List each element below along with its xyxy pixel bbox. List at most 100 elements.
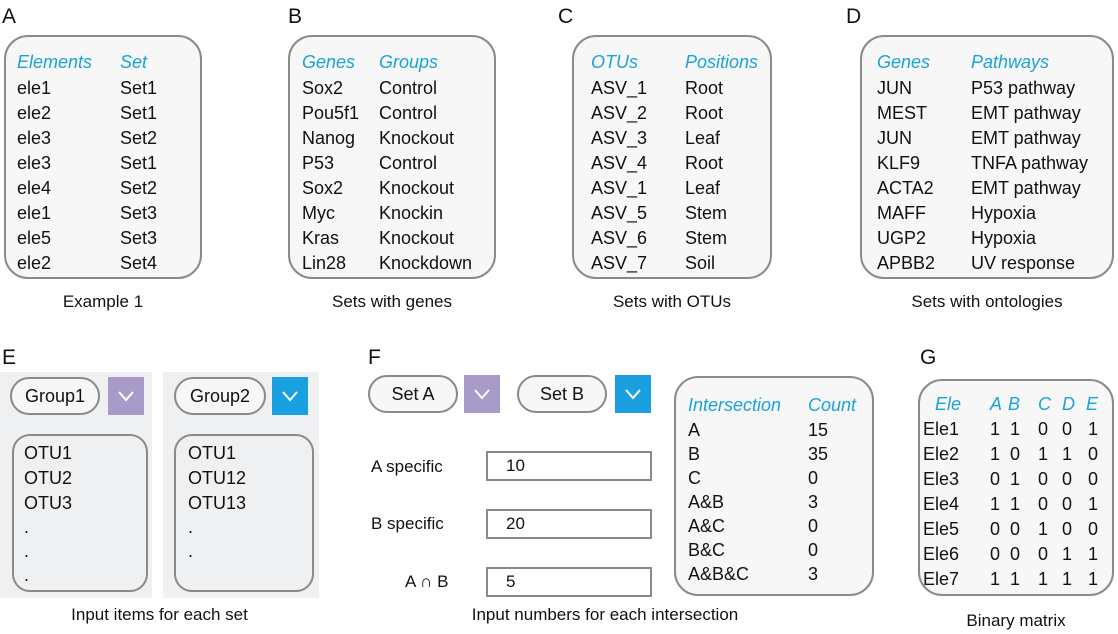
panel-d-caption: Sets with ontologies xyxy=(911,292,1063,311)
chevron-down-icon xyxy=(118,391,134,402)
element-cell: ele3 xyxy=(17,128,52,148)
column-header: Count xyxy=(808,395,857,415)
a-specific-input[interactable]: 10 xyxy=(486,451,652,481)
table-header-row: Genes Pathways xyxy=(862,53,1112,78)
count-cell: 3 xyxy=(808,492,819,512)
list-item: OTU12 xyxy=(188,468,247,488)
group1-dropdown-button[interactable] xyxy=(108,377,144,415)
binary-cell: 0 xyxy=(1062,519,1073,539)
panel-e-caption: Input items for each set xyxy=(71,605,248,624)
group2-dropdown-button[interactable] xyxy=(272,377,308,415)
table-row: Ele2 1 0 1 1 0 xyxy=(920,445,1112,470)
set-b-name-field[interactable]: Set B xyxy=(517,375,607,413)
group2-name-field[interactable]: Group2 xyxy=(174,377,266,415)
element-cell: ele5 xyxy=(17,228,52,248)
element-cell: ele4 xyxy=(17,178,52,198)
b-specific-input[interactable]: 20 xyxy=(486,509,652,539)
position-cell: Leaf xyxy=(685,178,721,198)
element-cell: Ele4 xyxy=(923,494,960,514)
list-item: . xyxy=(188,517,194,537)
list-item: . xyxy=(24,565,30,585)
panel-f-caption: Input numbers for each intersection xyxy=(471,605,739,624)
group-cell: Knockout xyxy=(379,228,455,248)
intersection-cell: A&B&C xyxy=(688,564,750,584)
set-cell: Set2 xyxy=(120,128,158,148)
binary-cell: 0 xyxy=(1038,494,1049,514)
position-cell: Root xyxy=(685,103,724,123)
otu-cell: ASV_3 xyxy=(591,128,648,148)
element-cell: ele1 xyxy=(17,78,52,98)
binary-cell: 0 xyxy=(1038,544,1049,564)
list-item: OTU1 xyxy=(188,443,237,463)
binary-cell: 1 xyxy=(1038,444,1049,464)
set-b-dropdown-button[interactable] xyxy=(615,375,651,413)
gene-cell: Kras xyxy=(302,228,340,248)
a-specific-label: A specific xyxy=(371,457,443,476)
group1-name-field[interactable]: Group1 xyxy=(10,377,100,415)
list-item: . xyxy=(24,541,30,561)
binary-cell: 0 xyxy=(1038,469,1049,489)
pathway-cell: Hypoxia xyxy=(971,228,1037,248)
otu-cell: ASV_5 xyxy=(591,203,648,223)
binary-cell: 1 xyxy=(1038,569,1049,589)
binary-cell: 0 xyxy=(1010,444,1021,464)
group-cell: Control xyxy=(379,153,438,173)
binary-cell: 0 xyxy=(1010,519,1021,539)
gene-cell: Sox2 xyxy=(302,78,344,98)
group2-items-list[interactable]: OTU1 OTU12 OTU13 . . xyxy=(174,434,314,592)
gene-cell: MAFF xyxy=(877,203,926,223)
binary-cell: 1 xyxy=(1062,444,1073,464)
table-header-row: Elements Set xyxy=(6,53,200,78)
set-a-name-field[interactable]: Set A xyxy=(368,375,458,413)
binary-cell: 1 xyxy=(1010,469,1021,489)
binary-cell: 0 xyxy=(1062,419,1073,439)
panel-letter-b: B xyxy=(288,5,303,28)
panel-g-caption: Binary matrix xyxy=(966,611,1066,630)
table-row: ele1 Set1 xyxy=(6,79,200,104)
panel-letter-a: A xyxy=(2,5,17,28)
group-cell: Knockin xyxy=(379,203,444,223)
intersection-cell: A xyxy=(688,420,701,440)
set-cell: Set1 xyxy=(120,78,158,98)
element-cell: Ele5 xyxy=(923,519,960,539)
list-item: OTU13 xyxy=(188,493,247,513)
a-intersect-b-input[interactable]: 5 xyxy=(486,567,652,597)
intersection-cell: C xyxy=(688,468,701,488)
binary-cell: 0 xyxy=(1010,544,1021,564)
element-cell: ele2 xyxy=(17,103,52,123)
table-header-row: OTUs Positions xyxy=(574,53,770,78)
table-row: Ele1 1 1 0 0 1 xyxy=(920,420,1112,445)
element-cell: Ele2 xyxy=(923,444,960,464)
pathway-cell: P53 pathway xyxy=(971,78,1076,98)
panel-letter-e: E xyxy=(2,346,17,369)
gene-cell: JUN xyxy=(877,128,912,148)
column-header: Genes xyxy=(877,52,931,72)
table-row: ele3 Set2 xyxy=(6,129,200,154)
set-a-dropdown-button[interactable] xyxy=(464,375,500,413)
count-cell: 0 xyxy=(808,468,819,488)
binary-cell: 1 xyxy=(1088,569,1099,589)
gene-cell: KLF9 xyxy=(877,153,921,173)
table-header-row: Genes Groups xyxy=(290,53,494,78)
position-cell: Stem xyxy=(685,228,728,248)
binary-cell: 1 xyxy=(990,569,1001,589)
binary-cell: 1 xyxy=(990,494,1001,514)
group-cell: Knockout xyxy=(379,178,455,198)
panel-letter-d: D xyxy=(846,5,862,28)
group1-items-list[interactable]: OTU1 OTU2 OTU3 . . . xyxy=(12,434,148,592)
